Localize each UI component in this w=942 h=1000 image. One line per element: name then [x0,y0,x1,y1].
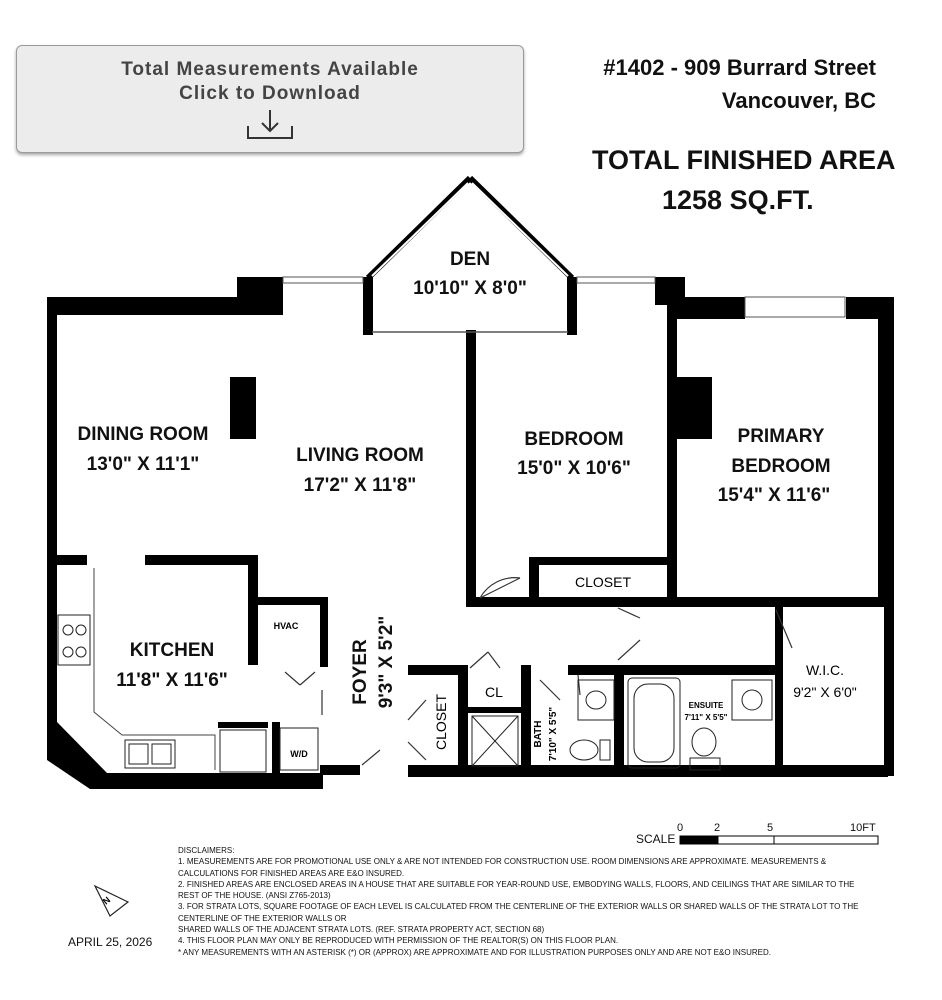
plan-date: APRIL 25, 2026 [68,935,153,949]
disclaimer-line: CALCULATIONS FOR FINISHED AREAS ARE E&O … [178,868,405,878]
bath-toilet-icon [569,739,599,761]
address-city: Vancouver, BC [721,88,876,113]
total-area-value: 1258 SQ.FT. [662,185,814,215]
ensuite-dims: 7'11" X 5'5" [685,713,728,722]
wic-label: W.I.C. [806,662,844,678]
wic-dims: 9'2" X 6'0" [793,684,857,700]
stove-icon [57,614,91,666]
foyer-dims: 9'3" X 5'2" [376,616,397,709]
address-street: #1402 - 909 Burrard Street [603,55,876,80]
bathtub-icon [627,677,681,769]
disclaimer-line: * ANY MEASUREMENTS WITH AN ASTERISK (*) … [178,947,772,957]
scale-tick-2: 2 [714,822,721,834]
download-subtitle: Click to Download [179,83,361,104]
walls [47,277,894,789]
bath-label: BATH [533,720,544,747]
scale-bar [679,835,879,845]
disclaimer-line: CENTERLINE OF THE EXTERIOR WALLS OR [178,913,347,923]
ensuite-label: ENSUITE [689,701,724,710]
scale-tick-5: 5 [767,822,774,834]
disclaimer-line: REST OF THE HOUSE. (ANSI Z765-2013) [178,891,331,901]
scale-tick-10: 10FT [850,822,876,834]
scale-tick-0: 0 [677,822,684,834]
download-measurements-button[interactable]: Total Measurements Available Click to Do… [16,45,524,153]
disclaimer-title: DISCLAIMERS: [178,846,235,855]
kitchen-sink-icon [124,739,176,769]
disclaimers: DISCLAIMERS: 1. MEASUREMENTS ARE FOR PRO… [178,845,898,958]
bath-dims: 7'10" X 5'5" [548,707,559,762]
wd-label: W/D [290,749,308,759]
disclaimer-line: 3. FOR STRATA LOTS, SQUARE FOOTAGE OF EA… [178,902,859,912]
living-room-label: LIVING ROOM [296,445,424,466]
kitchen-label: KITCHEN [130,640,214,661]
ensuite-vanity [731,679,773,721]
hvac-label: HVAC [274,621,299,631]
den-label: DEN [450,249,490,270]
shower-icon [471,715,519,767]
scale-label: SCALE [636,832,676,846]
disclaimer-line: 4. THIS FLOOR PLAN MAY ONLY BE REPRODUCE… [178,936,619,946]
bedroom-closet-label: CLOSET [575,574,631,590]
den-dims: 10'10" X 8'0" [413,278,527,299]
disclaimer-line: SHARED WALLS OF THE ADJACENT STRATA LOTS… [178,925,545,935]
bath-vanity [577,679,615,721]
den-walls [365,175,575,281]
living-room-dims: 17'2" X 11'8" [304,475,417,496]
primary-bedroom-label-2: BEDROOM [731,456,830,477]
compass-north-icon: N [93,884,130,917]
total-area-title: TOTAL FINISHED AREA [592,145,896,175]
dining-room-label: DINING ROOM [78,424,209,445]
cl-label: CL [485,684,503,700]
ensuite-sink-icon [741,689,763,711]
disclaimer-line: 1. MEASUREMENTS ARE FOR PROMOTIONAL USE … [178,857,827,867]
download-title: Total Measurements Available [121,59,419,80]
dining-room-dims: 13'0" X 11'1" [87,454,200,475]
kitchen-dims: 11'8" X 11'6" [116,670,228,691]
bedroom-label: BEDROOM [524,429,623,450]
foyer-closet-label: CLOSET [433,694,449,750]
download-icon [247,110,293,139]
compass-label: N [101,895,112,907]
foyer-label: FOYER [350,639,371,705]
bedroom-dims: 15'0" X 10'6" [517,458,631,479]
washer-dryer [279,727,319,771]
primary-bedroom-label-1: PRIMARY [738,426,825,447]
primary-bedroom-dims: 15'4" X 11'6" [718,485,831,506]
dishwasher [219,729,267,773]
bath-sink-icon [585,690,607,710]
disclaimer-line: 2. FINISHED AREAS ARE ENCLOSED AREAS IN … [178,879,855,889]
doors [284,577,793,766]
ensuite-toilet-icon [691,727,717,757]
